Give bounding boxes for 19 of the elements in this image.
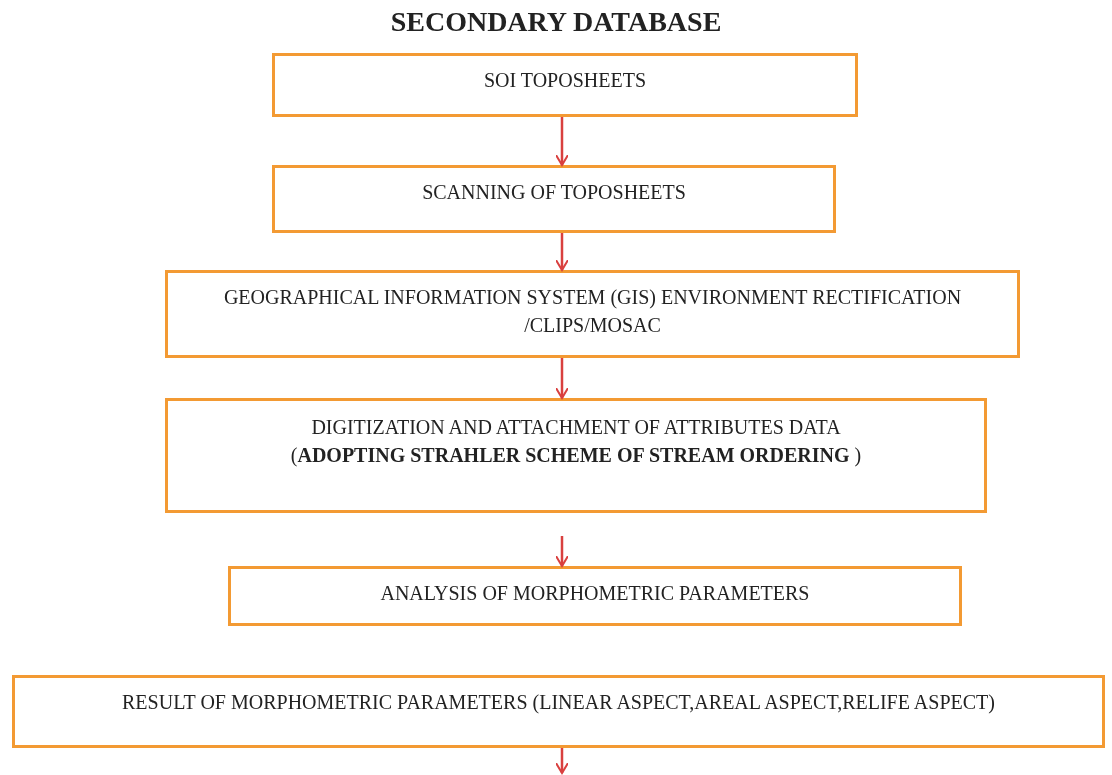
process-box <box>12 675 1105 748</box>
diagram-title: SECONDARY DATABASE <box>389 6 723 38</box>
process-box <box>165 270 1020 358</box>
process-box <box>165 398 987 513</box>
box-text: RESULT OF MORPHOMETRIC PARAMETERS (LINEAR ASPECT,AREAL ASPECT,RELIFE ASPECT) <box>122 690 995 716</box>
process-box <box>228 566 962 626</box>
box-text: SOI TOPOSHEETS <box>483 68 647 93</box>
box-text: (ADOPTING STRAHLER SCHEME OF STREAM ORDERING ) <box>290 443 862 469</box>
arrow <box>555 748 569 774</box>
box-text: SCANNING OF TOPOSHEETS <box>422 180 686 205</box>
box-text: GEOGRAPHICAL INFORMATION SYSTEM (GIS) ENVIRONMENT RECTIFICATION /CLIPS/MOSAC <box>222 285 963 338</box>
arrow <box>555 536 569 567</box>
arrow <box>555 117 569 166</box>
arrow <box>555 358 569 399</box>
arrow <box>555 233 569 271</box>
box-text: ANALYSIS OF MORPHOMETRIC PARAMETERS <box>380 581 810 606</box>
process-box <box>272 53 858 117</box>
box-text: DIGITIZATION AND ATTACHMENT OF ATTRIBUTES DATA <box>311 415 841 440</box>
process-box <box>272 165 836 233</box>
